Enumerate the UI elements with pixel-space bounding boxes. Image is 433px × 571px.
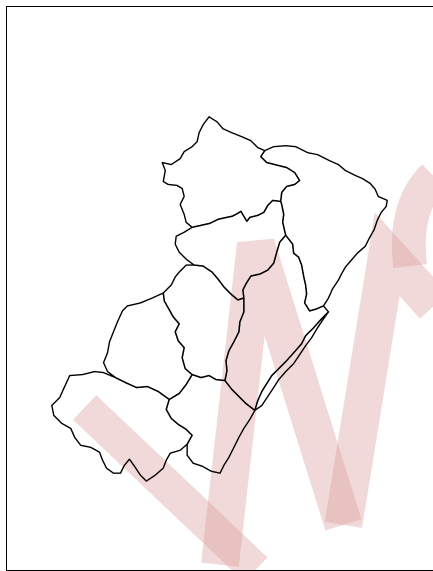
map-canvas [51, 116, 433, 570]
region-south-central[interactable] [165, 373, 256, 474]
watermark-stroke-left [72, 395, 268, 570]
watermark-stroke-m-left [201, 238, 362, 567]
region-coastal-southeast[interactable] [254, 311, 330, 412]
map-regions [51, 116, 388, 482]
region-southwest[interactable] [51, 370, 193, 482]
map-frame [6, 6, 433, 571]
region-northeast[interactable] [260, 144, 388, 312]
watermark-stroke-curve [391, 164, 433, 269]
watermark-stroke-m-right [324, 212, 433, 528]
watermark [72, 164, 433, 570]
